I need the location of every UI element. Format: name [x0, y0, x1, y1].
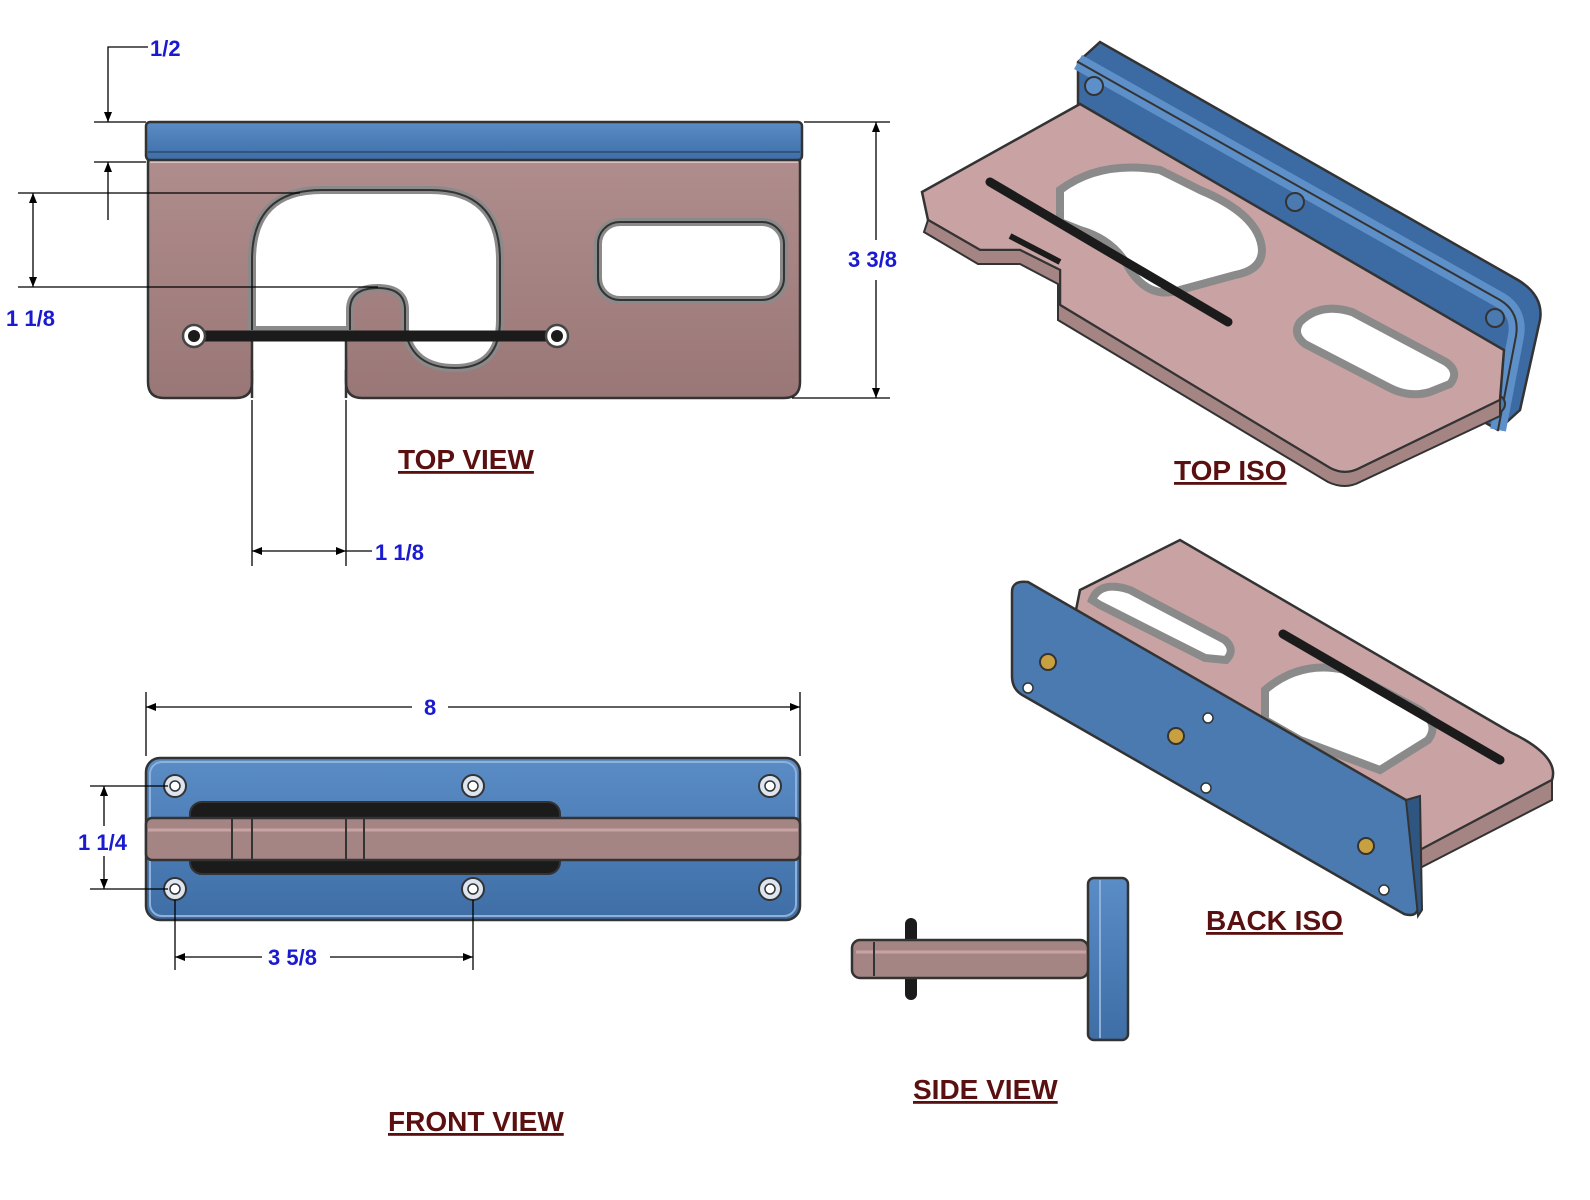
dimension-length: 8: [145, 692, 801, 756]
top-iso-label: TOP ISO: [1174, 455, 1287, 486]
dimension-front-height: 1 1/4: [78, 785, 168, 890]
dimension-slot-depth: 1 1/8: [6, 192, 378, 331]
back-iso-rod: [1278, 629, 1505, 765]
back-iso-label: BACK ISO: [1206, 905, 1343, 936]
dimension-hole-spacing-label: 3 5/8: [268, 945, 317, 970]
dimension-top-height-label: 3 3/8: [848, 247, 897, 272]
top-iso-view: TOP ISO: [920, 40, 1542, 487]
front-view-label: FRONT VIEW: [388, 1106, 564, 1137]
top-iso-rod: [985, 177, 1233, 327]
back-iso-view: BACK ISO: [1010, 538, 1555, 936]
top-view-blue-bar: [144, 120, 804, 162]
top-view-rounded-slot: [594, 218, 788, 304]
top-view-label: TOP VIEW: [398, 444, 534, 475]
front-view: 8 1 1/4 3 5/8 FRONT VIEW: [78, 692, 802, 1137]
side-view: SIDE VIEW: [850, 876, 1130, 1105]
dimension-slot-width: 1 1/8: [251, 400, 424, 566]
dimension-hole-spacing: 3 5/8: [174, 900, 474, 970]
dimension-slot-width-label: 1 1/8: [375, 540, 424, 565]
side-view-blue-board: [1086, 876, 1130, 1042]
front-view-holes: [163, 774, 782, 901]
dimension-length-label: 8: [424, 695, 436, 720]
dimension-front-height-label: 1 1/4: [78, 830, 128, 855]
side-view-plate: [850, 938, 1090, 980]
dimension-half-label: 1/2: [150, 36, 181, 61]
dimension-top-height: 3 3/8: [792, 121, 897, 399]
side-view-label: SIDE VIEW: [913, 1074, 1058, 1105]
top-view: 1/2 1 1/8 3 3/8 1 1/8 TOP VIEW: [6, 36, 897, 566]
dimension-half: 1/2: [94, 36, 181, 220]
front-view-plate-edge: [144, 816, 802, 862]
dimension-slot-depth-label: 1 1/8: [6, 306, 55, 331]
